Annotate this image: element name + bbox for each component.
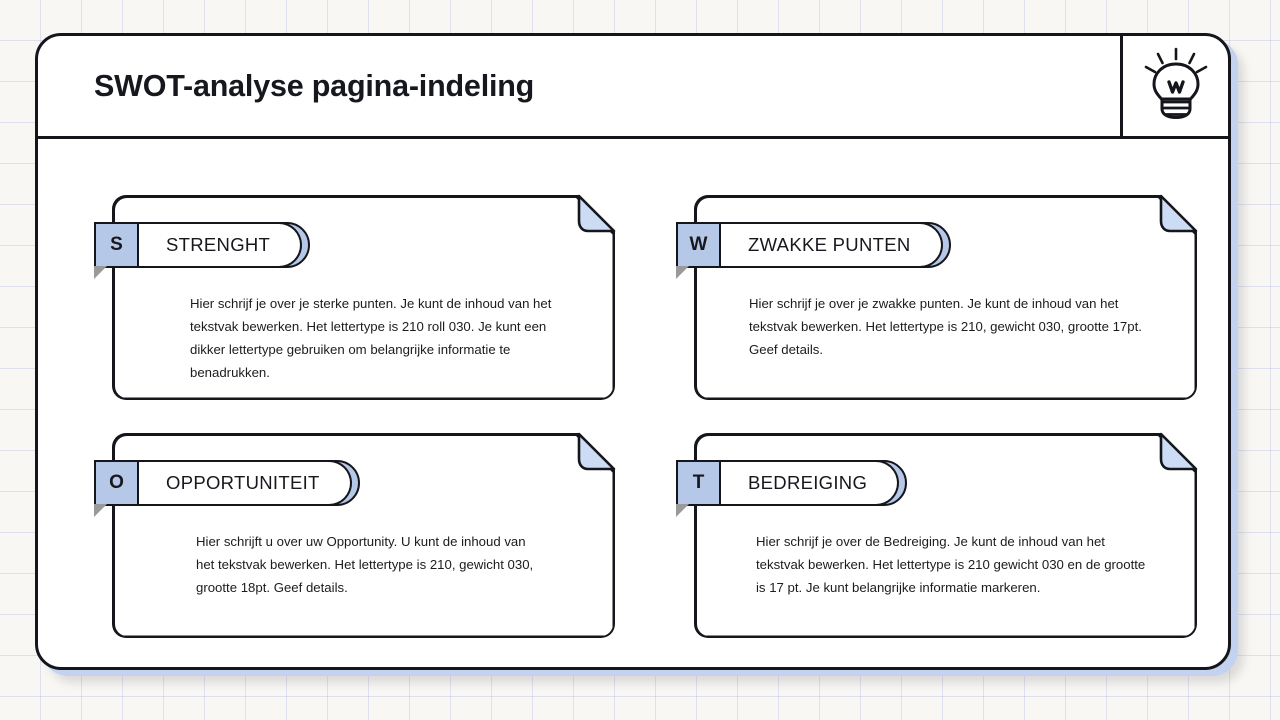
card-title-pill-holder: BEDREIGING [721, 460, 907, 506]
card-header: W ZWAKKE PUNTEN [675, 222, 951, 279]
swot-grid: S STRENGHT Hier schrijf je over je sterk… [38, 139, 1228, 667]
swot-card-weakness[interactable]: W ZWAKKE PUNTEN Hier schrijf je over je … [675, 194, 1198, 400]
card-header: S STRENGHT [93, 222, 310, 279]
card-header: O OPPORTUNITEIT [93, 460, 360, 517]
swot-card-strength[interactable]: S STRENGHT Hier schrijf je over je sterk… [93, 194, 616, 400]
card-letter-badge: S [93, 222, 139, 279]
card-body-text: Hier schrijft u over uw Opportunity. U k… [196, 534, 534, 595]
swot-card-opportunity[interactable]: O OPPORTUNITEIT Hier schrijft u over uw … [93, 432, 616, 638]
card-body-text: Hier schrijf je over de Bedreiging. Je k… [756, 534, 1146, 595]
slide-header: SWOT-analyse pagina-indeling [38, 36, 1228, 139]
badge-fold-icon [675, 504, 689, 517]
card-title: BEDREIGING [721, 460, 900, 506]
badge-fold-icon [675, 266, 689, 279]
icon-cell [1120, 36, 1228, 136]
card-letter-badge: T [675, 460, 721, 517]
title-cell: SWOT-analyse pagina-indeling [38, 36, 1120, 136]
card-title: ZWAKKE PUNTEN [721, 222, 943, 268]
card-letter-badge: W [675, 222, 721, 279]
card-title-pill-holder: STRENGHT [139, 222, 310, 268]
lightbulb-icon [1141, 47, 1211, 126]
card-title-pill-holder: ZWAKKE PUNTEN [721, 222, 951, 268]
page-title: SWOT-analyse pagina-indeling [94, 68, 535, 103]
badge-fold-icon [93, 504, 107, 517]
card-body-text: Hier schrijf je over je zwakke punten. J… [749, 296, 1142, 357]
swot-card-threat[interactable]: T BEDREIGING Hier schrijf je over de Bed… [675, 432, 1198, 638]
card-title: STRENGHT [139, 222, 303, 268]
card-letter-badge: O [93, 460, 139, 517]
card-body-text: Hier schrijf je over je sterke punten. J… [190, 296, 552, 380]
card-title-pill-holder: OPPORTUNITEIT [139, 460, 360, 506]
slide-frame: SWOT-analyse pagina-indeling [35, 33, 1231, 670]
badge-fold-icon [93, 266, 107, 279]
card-title: OPPORTUNITEIT [139, 460, 352, 506]
card-header: T BEDREIGING [675, 460, 907, 517]
